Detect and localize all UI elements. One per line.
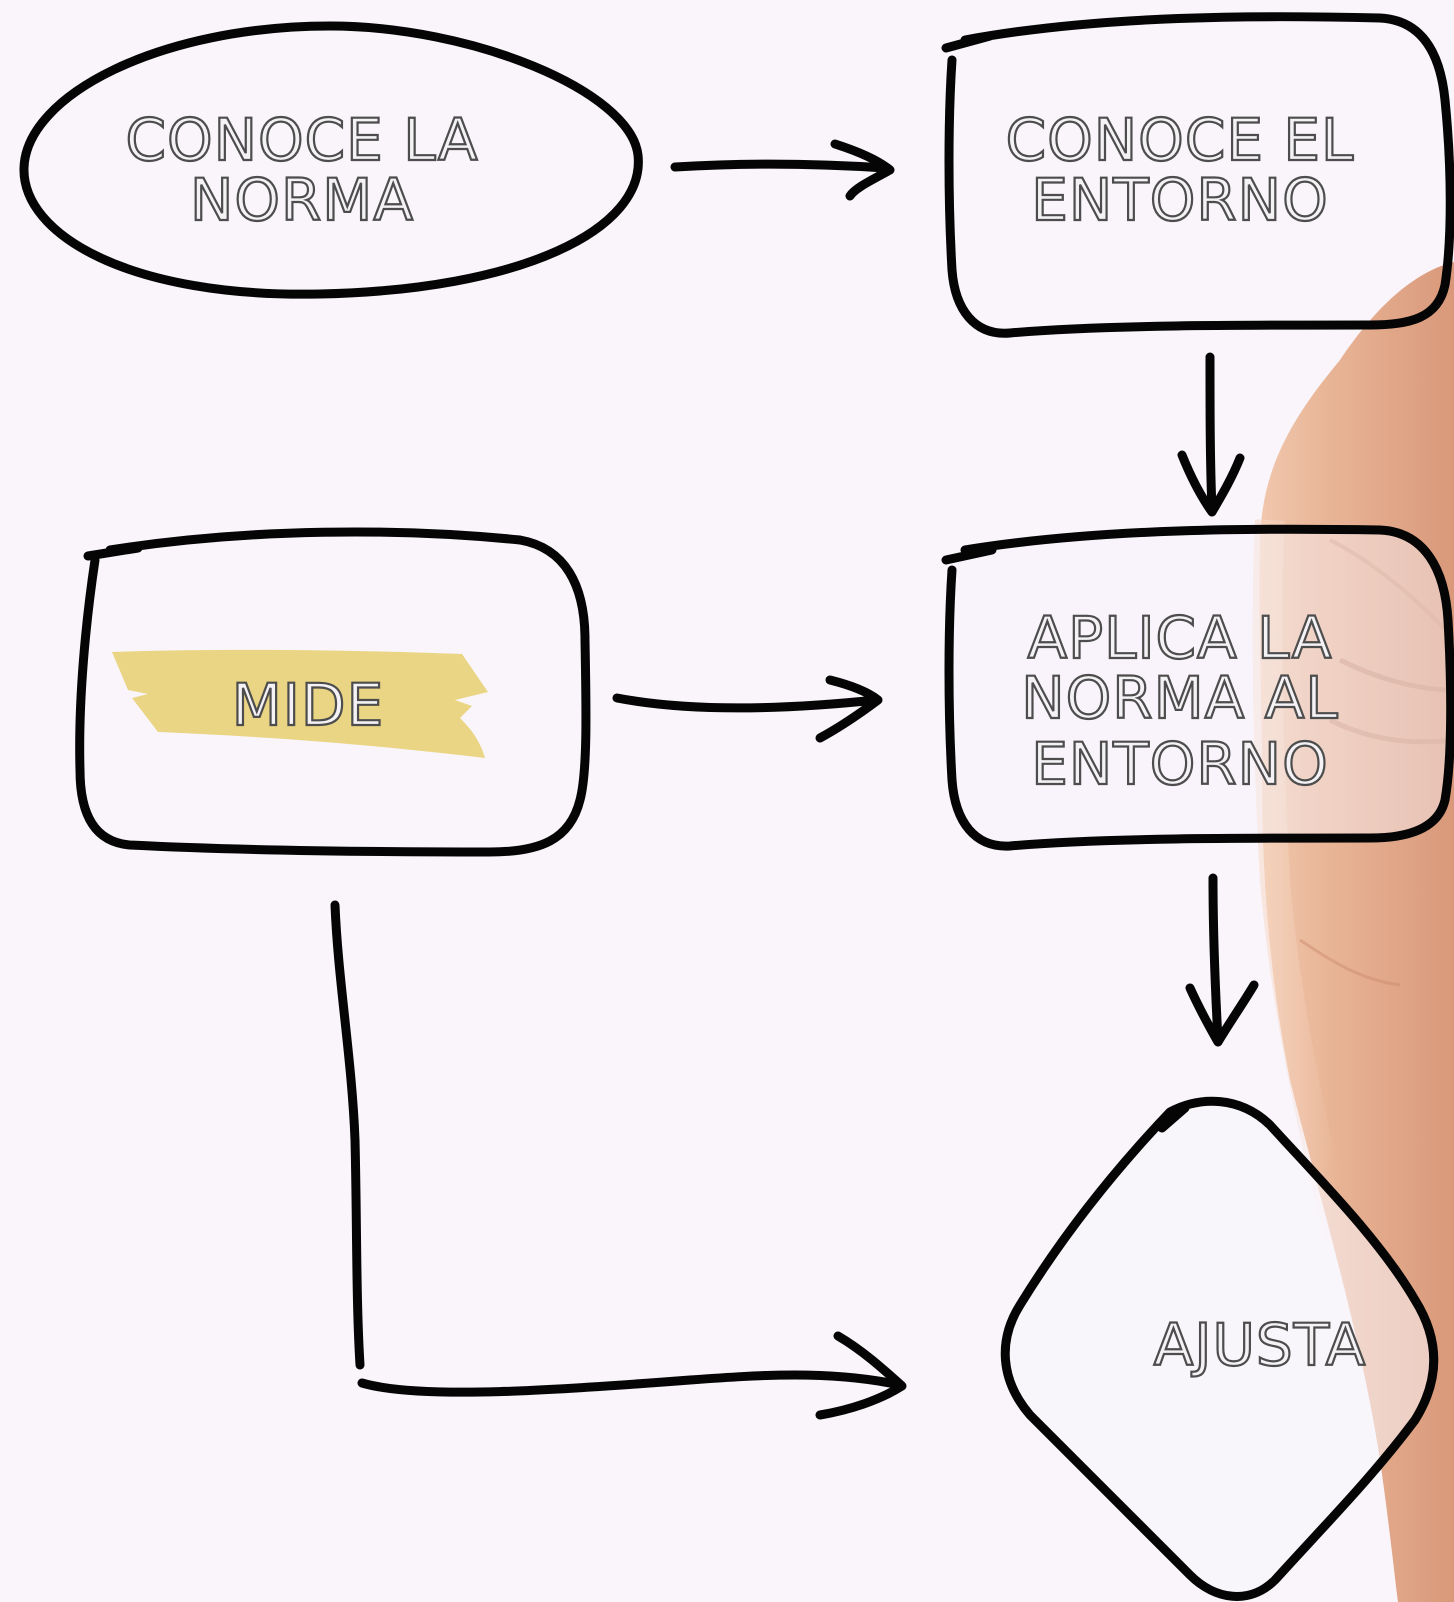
arrow-norma-to-entorno xyxy=(675,144,890,196)
node-aplica-la-norma-line2: NORMA AL xyxy=(1021,664,1338,732)
node-mide-label: MIDE xyxy=(232,671,384,739)
node-ajusta-label: AJUSTA xyxy=(1154,1311,1367,1379)
arrow-aplica-to-ajusta xyxy=(1190,878,1254,1042)
node-aplica-la-norma: APLICA LA NORMA AL ENTORNO xyxy=(946,529,1451,846)
node-conoce-el-entorno-line2: ENTORNO xyxy=(1031,166,1328,234)
node-conoce-la-norma: CONOCE LA NORMA xyxy=(24,26,638,294)
node-aplica-la-norma-line3: ENTORNO xyxy=(1031,730,1328,798)
node-mide: MIDE xyxy=(80,532,586,852)
arrow-mide-to-aplica xyxy=(617,680,878,738)
node-conoce-la-norma-line2: NORMA xyxy=(190,166,414,234)
node-conoce-el-entorno: CONOCE EL ENTORNO xyxy=(946,17,1450,334)
arrow-mide-to-ajusta xyxy=(335,905,902,1415)
node-conoce-la-norma-line1: CONOCE LA xyxy=(125,106,478,174)
arrow-entorno-to-aplica xyxy=(1182,357,1240,512)
node-aplica-la-norma-line1: APLICA LA xyxy=(1027,604,1332,672)
node-conoce-el-entorno-line1: CONOCE EL xyxy=(1006,106,1355,174)
